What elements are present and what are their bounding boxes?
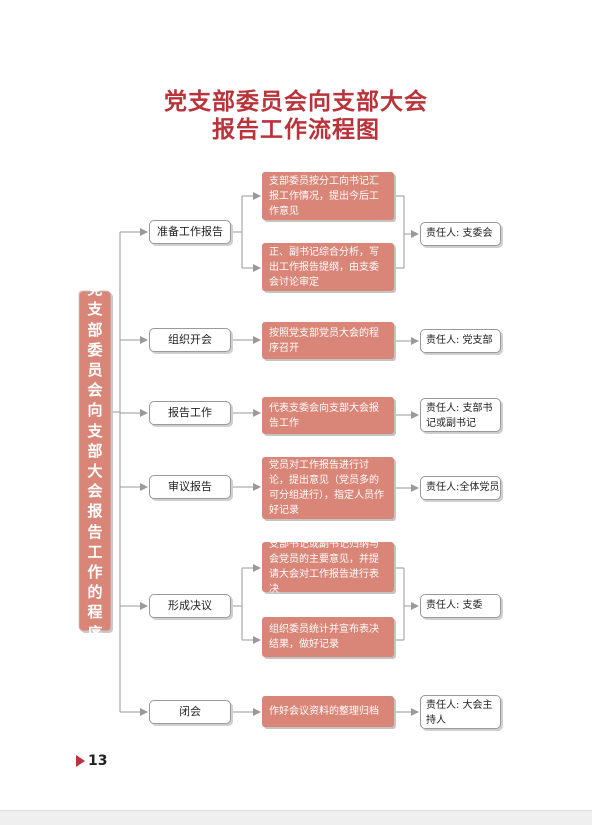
page-bottom-edge (0, 810, 592, 825)
vertical-char: 支 (87, 421, 103, 440)
triangle-marker-icon (76, 755, 85, 767)
step-review-report: 审议报告 (149, 475, 231, 499)
responsible-box-3: 责任人: 支部书记或副书记 (420, 398, 501, 432)
vertical-char: 大 (87, 462, 103, 480)
title-line-1: 党支部委员会向支部大会 (164, 89, 428, 115)
step-report-work: 报告工作 (149, 401, 231, 425)
vertical-char: 程 (87, 603, 103, 622)
vertical-char: 的 (87, 583, 103, 602)
desc-box-8: 作好会议资料的整理归档 (262, 696, 394, 727)
desc-text: 组织委员统计并宣布表决结果，做好记录 (269, 624, 379, 650)
vertical-char: 会 (87, 482, 103, 501)
responsible-box-2: 责任人: 党支部 (420, 329, 501, 353)
vertical-char: 工 (87, 542, 103, 561)
step-form-resolution: 形成决议 (149, 594, 231, 618)
vertical-char: 部 (87, 441, 103, 460)
vertical-char: 部 (87, 320, 103, 339)
desc-text: 代表支委会向支部大会报告工作 (269, 402, 379, 429)
vertical-char: 党 (87, 280, 103, 299)
vertical-char: 序 (87, 623, 103, 642)
vertical-char: 报 (87, 502, 103, 521)
step-prepare-report: 准备工作报告 (149, 220, 231, 244)
title-line-2: 报告工作流程图 (212, 117, 380, 143)
vertical-char: 告 (87, 522, 103, 541)
vertical-char: 委 (87, 340, 103, 359)
responsible-box-1: 责任人: 支委会 (420, 222, 501, 246)
desc-text: 党员对工作报告进行讨论，提出意见（党员多的可分组进行），指定人员作好记录 (269, 460, 384, 516)
vertical-char: 员 (87, 360, 103, 379)
desc-box-5: 党员对工作报告进行讨论，提出意见（党员多的可分组进行），指定人员作好记录 (262, 457, 394, 519)
desc-box-1: 支部委员按分工向书记汇报工作情况，提出今后工作意见 (262, 172, 394, 220)
vertical-char: 支 (87, 300, 103, 319)
desc-text: 支部书记或副书记归纳与会党员的主要意见，并提请大会对工作报告进行表决 (269, 539, 379, 595)
responsible-box-4: 责任人:全体党员 (420, 476, 501, 500)
desc-text: 作好会议资料的整理归档 (269, 706, 379, 717)
vertical-char: 向 (87, 401, 103, 420)
step-organize-meeting: 组织开会 (149, 328, 231, 352)
desc-box-6: 支部书记或副书记归纳与会党员的主要意见，并提请大会对工作报告进行表决 (262, 539, 394, 595)
desc-text: 支部委员按分工向书记汇报工作情况，提出今后工作意见 (269, 175, 379, 217)
responsible-box-5: 责任人: 支委 (420, 594, 501, 618)
desc-text: 正、副书记综合分析，写出工作报告提纲，由支委会讨论审定 (269, 246, 379, 288)
page-number: 13 (76, 753, 107, 769)
desc-box-4: 代表支委会向支部大会报告工作 (262, 397, 394, 434)
desc-box-2: 正、副书记综合分析，写出工作报告提纲，由支委会讨论审定 (262, 243, 394, 291)
desc-text: 按照党支部党员大会的程序召开 (269, 327, 379, 354)
vertical-process-label: 党 支 部 委 员 会 向 支 部 大 会 报 告 工 作 的 程 序 (79, 280, 111, 642)
desc-box-3: 按照党支部党员大会的程序召开 (262, 322, 394, 359)
step-close-meeting: 闭会 (149, 700, 231, 724)
desc-box-7: 组织委员统计并宣布表决结果，做好记录 (262, 617, 394, 657)
vertical-char: 作 (87, 563, 103, 582)
page-number-text: 13 (88, 753, 108, 769)
vertical-char: 会 (87, 381, 103, 400)
responsible-box-6: 责任人: 大会主持人 (420, 695, 501, 729)
